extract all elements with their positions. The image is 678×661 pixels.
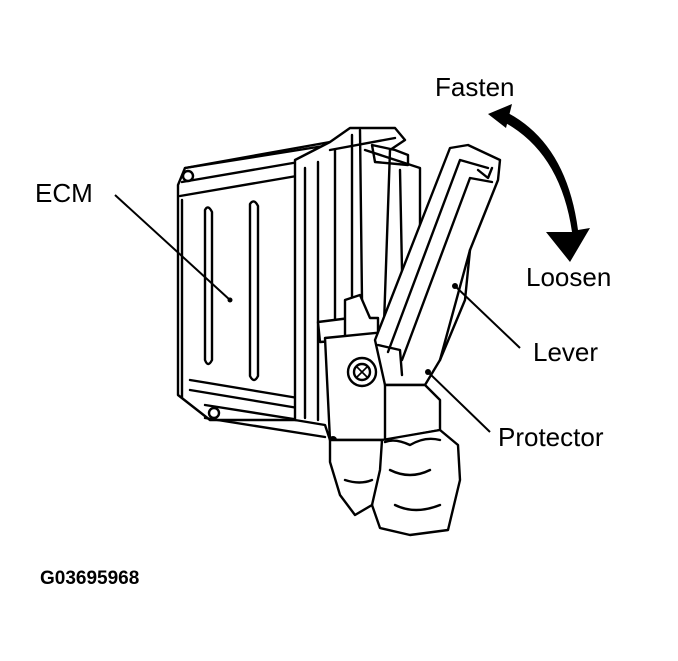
lever-label: Lever [533, 337, 598, 367]
ecm-leader [114, 194, 231, 301]
fasten-label: Fasten [435, 72, 515, 102]
loosen-label: Loosen [526, 262, 611, 292]
fasten-loosen-arrow [488, 104, 590, 262]
protector-label: Protector [498, 422, 604, 452]
lever [373, 143, 502, 387]
ecm-housing [176, 140, 334, 439]
ecm-label: ECM [35, 178, 93, 208]
lever-leader [454, 285, 521, 349]
protector [328, 369, 462, 537]
figure-code: G03695968 [40, 568, 139, 589]
connector-frame [293, 126, 422, 444]
protector-leader [427, 371, 491, 433]
